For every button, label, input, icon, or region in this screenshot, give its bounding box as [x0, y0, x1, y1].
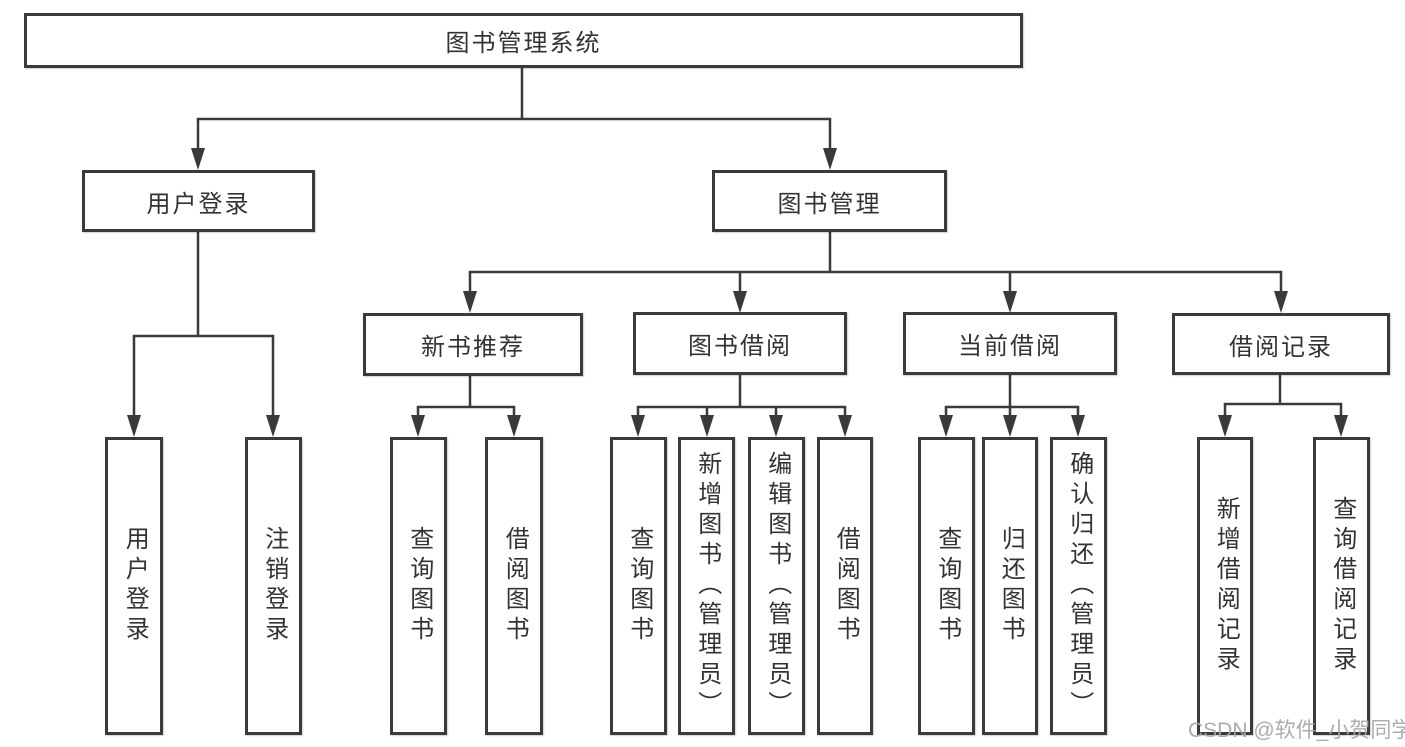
node-root-system-label: 图书管理系统	[445, 30, 602, 57]
node-book-borrowing: 图书借阅	[633, 312, 847, 375]
node-new-book-recommendation-label: 新书推荐	[421, 334, 525, 361]
node-user-login-label: 用户登录	[146, 190, 251, 218]
leaf-borrow-books: 借阅图书	[817, 437, 873, 735]
leaf-add-book-admin-label: 新增图书（管理员）	[693, 451, 721, 721]
leaf-add-book-admin: 新增图书（管理员）	[678, 437, 735, 735]
leaf-query-books-recommend: 查询图书	[390, 437, 447, 735]
node-book-management: 图书管理	[712, 170, 947, 232]
node-user-login: 用户登录	[82, 170, 315, 232]
node-current-borrowing-label: 当前借阅	[958, 333, 1062, 360]
node-book-borrowing-label: 图书借阅	[688, 333, 792, 360]
leaf-logout: 注销登录	[245, 437, 302, 735]
node-root-system: 图书管理系统	[24, 13, 1023, 68]
leaf-user-login: 用户登录	[105, 437, 163, 735]
leaf-edit-book-admin-label: 编辑图书（管理员）	[763, 451, 791, 721]
leaf-logout-label: 注销登录	[260, 526, 288, 646]
node-book-management-label: 图书管理	[777, 190, 882, 218]
leaf-return-book: 归还图书	[982, 437, 1038, 735]
leaf-edit-book-admin: 编辑图书（管理员）	[748, 437, 805, 735]
leaf-add-borrow-record: 新增借阅记录	[1197, 437, 1253, 735]
leaf-query-borrow-record: 查询借阅记录	[1313, 437, 1370, 735]
leaf-query-books-borrow: 查询图书	[610, 437, 667, 735]
leaf-query-books-current: 查询图书	[918, 437, 975, 735]
leaf-query-books-recommend-label: 查询图书	[405, 526, 433, 646]
leaf-borrow-books-recommend: 借阅图书	[485, 437, 543, 735]
leaf-query-borrow-record-label: 查询借阅记录	[1328, 496, 1356, 676]
csdn-watermark: CSDN @软件_小贺同学	[1188, 719, 1405, 742]
leaf-confirm-return-admin: 确认归还（管理员）	[1050, 437, 1107, 735]
leaf-borrow-books-recommend-label: 借阅图书	[501, 526, 529, 646]
node-new-book-recommendation: 新书推荐	[363, 313, 583, 376]
arrowhead-icons	[127, 148, 1348, 437]
leaf-query-books-borrow-label: 查询图书	[625, 526, 653, 646]
leaf-query-books-current-label: 查询图书	[933, 526, 961, 646]
leaf-add-borrow-record-label: 新增借阅记录	[1212, 496, 1240, 676]
leaf-confirm-return-admin-label: 确认归还（管理员）	[1065, 451, 1093, 721]
leaf-user-login-label: 用户登录	[121, 526, 149, 646]
node-borrowing-records: 借阅记录	[1172, 313, 1390, 375]
leaf-borrow-books-label: 借阅图书	[832, 526, 860, 646]
leaf-return-book-label: 归还图书	[997, 526, 1025, 646]
node-current-borrowing: 当前借阅	[903, 312, 1117, 375]
node-borrowing-records-label: 借阅记录	[1229, 333, 1333, 361]
